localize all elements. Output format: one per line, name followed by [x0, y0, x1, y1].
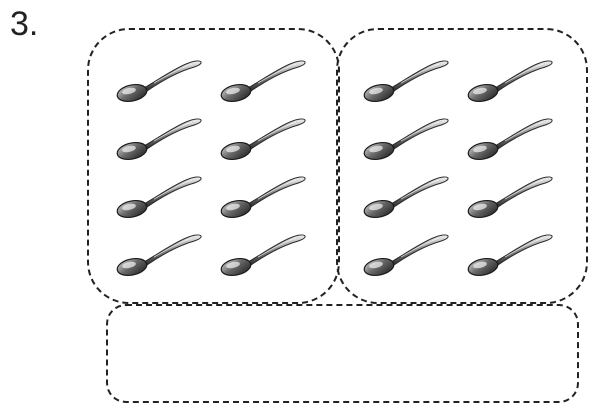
spoon-icon: [465, 50, 555, 108]
spoon-icon: [114, 108, 204, 166]
problem-number: 3.: [10, 4, 38, 44]
spoon-icon: [361, 166, 451, 224]
spoon-grid-left: [114, 50, 308, 282]
spoon-icon: [218, 166, 308, 224]
spoon-icon: [114, 224, 204, 282]
spoon-icon: [361, 224, 451, 282]
spoon-icon: [465, 108, 555, 166]
spoon-icon: [114, 166, 204, 224]
answer-box[interactable]: [106, 304, 579, 403]
spoon-icon: [465, 166, 555, 224]
spoon-icon: [361, 50, 451, 108]
spoon-icon: [218, 108, 308, 166]
spoon-icon: [114, 50, 204, 108]
spoon-icon: [361, 108, 451, 166]
spoon-icon: [218, 224, 308, 282]
spoon-icon: [465, 224, 555, 282]
spoon-grid-right: [361, 50, 555, 282]
spoon-icon: [218, 50, 308, 108]
